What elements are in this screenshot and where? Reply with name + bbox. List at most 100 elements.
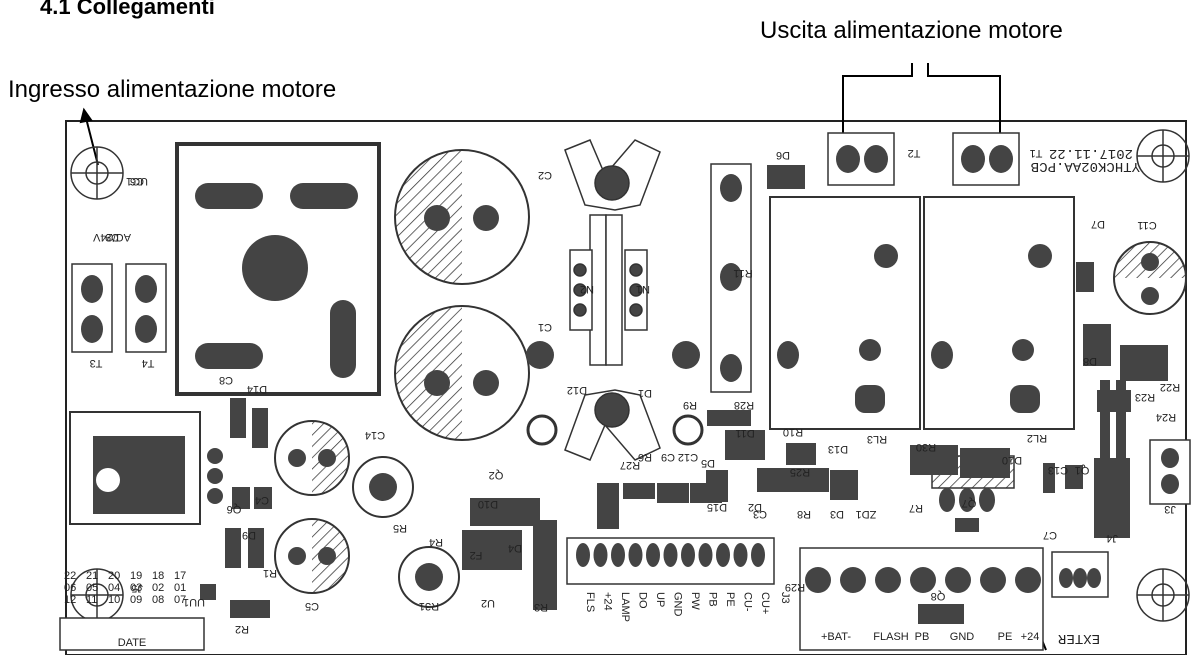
component-label: Q7 — [962, 497, 977, 509]
component-label: J4 — [1106, 532, 1118, 544]
component-label: D4 — [508, 542, 522, 554]
component-label: AC/24V — [92, 231, 131, 243]
component-label: R31 — [419, 600, 439, 612]
j3-pin-label: CU+ — [759, 592, 771, 614]
component-label: R22 — [1160, 381, 1180, 393]
component-label: R23 — [1135, 391, 1155, 403]
component-label: U2 — [481, 597, 495, 609]
component-label: R27 — [620, 459, 640, 471]
connector-uu1 — [69, 411, 223, 525]
j3-pin — [646, 543, 660, 567]
component-label: C7 — [1043, 529, 1057, 541]
component-label: C5 — [305, 600, 319, 612]
j3-pin-label: CU- — [742, 592, 754, 612]
date-table — [59, 617, 205, 651]
component-label: D8 — [1083, 355, 1097, 367]
date-cell: 01 — [174, 582, 186, 594]
date-cell: 12 — [64, 594, 76, 606]
component-label: D13 — [828, 443, 848, 455]
component-label: D9 — [105, 231, 119, 243]
j3-label: J3 — [779, 592, 791, 604]
terminal-pin — [910, 567, 936, 593]
component-label: J5 — [131, 582, 143, 594]
round-pads — [369, 341, 704, 591]
terminal-label: PB — [915, 631, 930, 643]
date-cell: 08 — [152, 594, 164, 606]
diode-rounds — [352, 456, 460, 608]
j3-pin-label: +24 — [602, 592, 614, 611]
date-cell: 17 — [174, 570, 186, 582]
date-cell: 04 — [108, 582, 120, 594]
heatsink-area — [564, 139, 661, 461]
component-label: C4 — [255, 494, 269, 506]
component-label: T1 — [1030, 147, 1043, 159]
component-label: Q6 — [227, 503, 242, 515]
date-cell: 06 — [64, 582, 76, 594]
capacitor-c1 — [394, 305, 530, 441]
date-cell: 11 — [86, 594, 97, 606]
resistor-r11 — [710, 163, 752, 393]
component-label: N1 — [636, 283, 650, 295]
date-cell: 10 — [108, 594, 120, 606]
terminal-label: +24 — [1021, 631, 1040, 643]
j3-pin-label: FLS — [584, 592, 596, 612]
date-cell: 05 — [86, 582, 98, 594]
component-label: D1 — [638, 387, 652, 399]
date-cell: 22 — [64, 570, 76, 582]
output-terminals — [827, 132, 1020, 186]
component-label: J3 — [1164, 503, 1176, 515]
component-label: R10 — [783, 426, 803, 438]
input-power-label: Ingresso alimentazione motore — [8, 76, 337, 103]
component-label: C14 — [365, 429, 385, 441]
component-label: R8 — [797, 508, 811, 520]
j3-pin-label: PE — [724, 592, 736, 607]
component-label: D3 — [830, 508, 844, 520]
j3-pin — [733, 543, 748, 567]
component-label: F2 — [470, 549, 483, 561]
component-label: R6 — [638, 451, 652, 463]
component-label: D15 — [707, 501, 727, 513]
terminal-label: PE — [998, 631, 1013, 643]
component-label: R29 — [785, 581, 805, 593]
date-cell: 02 — [152, 582, 164, 594]
exter-label: EXTER — [1057, 630, 1100, 646]
main-terminal-strip — [799, 547, 1044, 651]
j3-pin-label: PW — [689, 592, 701, 610]
component-label: R9 — [683, 399, 697, 411]
component-label: C12 — [678, 451, 698, 463]
date-cell: 18 — [152, 570, 164, 582]
rectifier-block — [175, 142, 381, 396]
terminal-pin — [1015, 567, 1041, 593]
component-label: R30 — [916, 441, 936, 453]
component-label: C1 — [538, 321, 552, 333]
j3-pin — [593, 543, 608, 567]
terminal-label: FLASH — [873, 631, 909, 643]
j3-pin — [716, 543, 730, 567]
board-id-text: YTHCK02AA.PCB — [1031, 158, 1140, 174]
j3-pin — [751, 543, 765, 567]
j3-pin — [611, 543, 625, 567]
component-label: UU1 — [183, 596, 205, 608]
output-bracket — [842, 63, 1001, 133]
component-label: T3 — [90, 357, 103, 369]
j3-pin-label: DO — [637, 592, 649, 609]
terminal-pin — [980, 567, 1006, 593]
terminal-pin — [945, 567, 971, 593]
component-label: R7 — [909, 502, 923, 514]
j3-pin — [681, 543, 695, 567]
terminal-label: +BAT- — [821, 631, 851, 643]
mounting-holes — [70, 129, 1190, 622]
j3-pin-label: LAMP — [619, 592, 631, 622]
j3-pin-label: GND — [672, 592, 684, 617]
capacitor-c14 — [274, 420, 350, 496]
component-label: R2 — [235, 623, 249, 635]
terminal-label: GND — [950, 631, 975, 643]
capacitor-c2 — [394, 149, 530, 285]
date-cell: 09 — [130, 594, 142, 606]
component-label: R1 — [263, 567, 277, 579]
component-label: Q1 — [1075, 464, 1090, 476]
component-label: ZD1 — [856, 508, 877, 520]
j3-pin — [663, 543, 678, 567]
component-label: C3 — [753, 508, 767, 520]
